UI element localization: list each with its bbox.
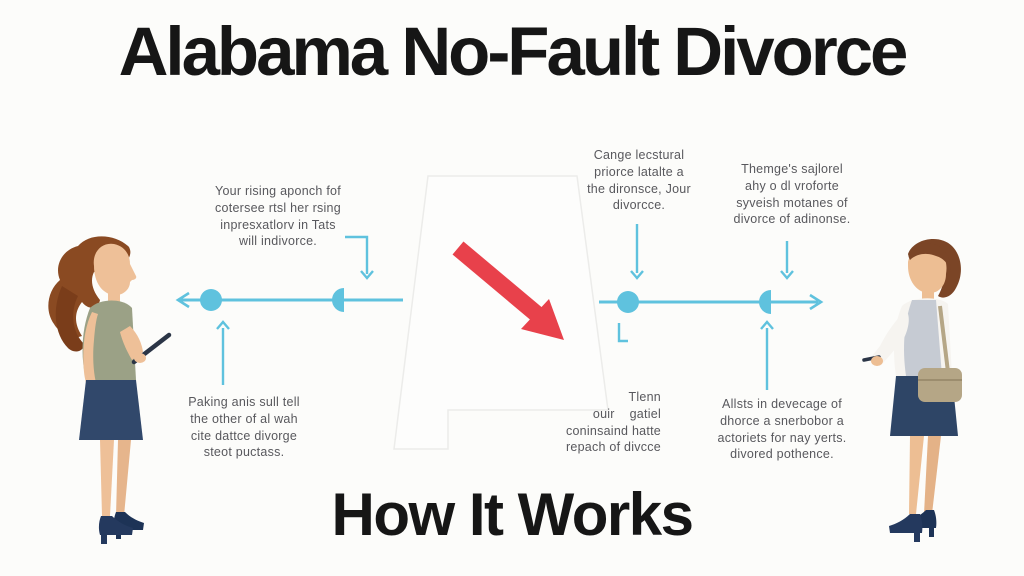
page-title: Alabama No-Fault Divorce [118, 13, 909, 90]
up-arrowhead-icon [216, 320, 230, 330]
right-woman-face [908, 246, 947, 294]
right-arrowhead-icon [809, 293, 824, 311]
left-woman-face [93, 243, 137, 296]
right-woman-hand [871, 356, 883, 366]
right-woman-leg-back [924, 436, 941, 514]
right-woman-vest [904, 300, 942, 376]
down-arrowhead-icon [630, 270, 644, 280]
right-woman-arm [872, 312, 909, 366]
left-woman-leg-front [100, 440, 114, 516]
left-woman-forearm [120, 326, 143, 360]
left-woman-skirt [79, 380, 143, 440]
left-woman-arm-hanging [83, 312, 98, 394]
up-arrowhead-icon [760, 320, 774, 330]
timeline-d-marker-right [759, 290, 771, 314]
alabama-state-outline [393, 175, 609, 450]
annotation-top-right: Themge's sajlorel ahy o dl vroforte syve… [733, 162, 851, 227]
connector-lines [216, 224, 794, 390]
right-woman-hair-front [908, 242, 951, 272]
red-arrow [452, 241, 564, 340]
connector-elbow-bottom-middle [617, 323, 628, 343]
annotation-top-middle: Cange lecstural priorce latalte a the di… [587, 148, 691, 213]
left-woman-hand-front [134, 353, 146, 363]
right-woman-leg-front [909, 436, 924, 514]
bag-strap [938, 305, 950, 373]
handbag-icon [918, 368, 962, 402]
down-arrowhead-icon [780, 270, 794, 280]
annotation-bottom-middle: Tlenn ouir gatiel coninsaind hatte repac… [565, 390, 661, 455]
down-arrowhead-icon [360, 270, 374, 280]
left-woman-figure [48, 236, 172, 544]
timeline-dot-right [617, 291, 639, 313]
left-woman-shoes [98, 512, 144, 544]
left-arrowhead-icon [175, 291, 190, 309]
timeline-d-marker-left [332, 288, 344, 312]
red-arrowhead-icon [521, 299, 564, 340]
right-woman-figure [862, 239, 962, 542]
timeline-markers [200, 288, 771, 314]
connector-elbow-top-left [345, 235, 369, 274]
annotation-bottom-right: Allsts in devecage of dhorce a snerbobor… [717, 397, 847, 462]
left-woman-leg-back [116, 440, 131, 516]
annotation-bottom-left: Paking anis sull tell the other of al wa… [188, 395, 300, 460]
right-woman-shoes [889, 510, 937, 542]
timeline-dot-left [200, 289, 222, 311]
subtitle: How It Works [331, 481, 694, 548]
annotation-top-left: Your rising aponch fof cotersee rtsl her… [215, 184, 341, 249]
